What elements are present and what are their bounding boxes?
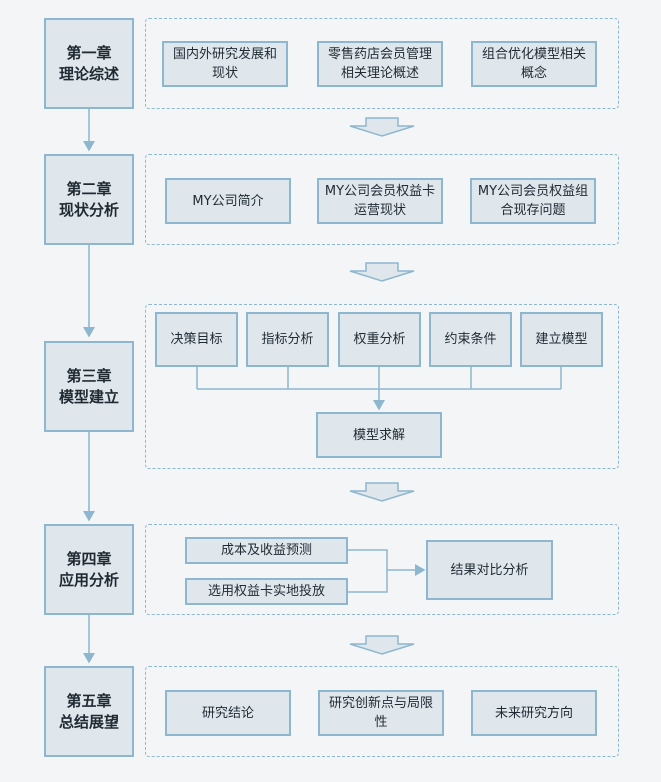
chapter-title: 理论综述 bbox=[58, 64, 119, 83]
down-arrow-icon bbox=[349, 635, 415, 655]
chapter-title: 模型建立 bbox=[58, 387, 119, 406]
chapter-number: 第四章 bbox=[66, 549, 112, 568]
ch4-merge-lines bbox=[348, 549, 426, 593]
down-arrow-icon bbox=[349, 117, 415, 137]
ch4-result-box: 结果对比分析 bbox=[426, 540, 553, 600]
down-arrow-icon bbox=[349, 482, 415, 502]
ch3-item: 指标分析 bbox=[246, 312, 329, 367]
ch3-solve-box: 模型求解 bbox=[316, 412, 442, 458]
chapter-number: 第三章 bbox=[66, 366, 112, 385]
chapter-3-group bbox=[145, 304, 619, 469]
ch3-merge-lines bbox=[196, 366, 562, 411]
chapter-4-box: 第四章 应用分析 bbox=[44, 524, 134, 615]
chapter-4-group bbox=[145, 524, 619, 615]
chapter-number: 第一章 bbox=[66, 43, 112, 62]
chapter-2-box: 第二章 现状分析 bbox=[44, 154, 134, 245]
ch1-item: 国内外研究发展和现状 bbox=[162, 41, 288, 87]
chapter-3-box: 第三章 模型建立 bbox=[44, 341, 134, 432]
ch5-item: 未来研究方向 bbox=[471, 690, 597, 736]
ch1-item: 零售药店会员管理相关理论概述 bbox=[317, 41, 443, 87]
ch2-item: MY公司简介 bbox=[165, 178, 291, 224]
down-arrow-icon bbox=[349, 262, 415, 282]
chapter-1-box: 第一章 理论综述 bbox=[44, 18, 134, 109]
chapter-5-group bbox=[145, 666, 619, 757]
ch3-item: 约束条件 bbox=[429, 312, 512, 367]
ch3-item: 权重分析 bbox=[338, 312, 421, 367]
ch2-item: MY公司会员权益卡运营现状 bbox=[317, 178, 443, 224]
ch1-item: 组合优化模型相关概念 bbox=[471, 41, 597, 87]
ch3-item: 建立模型 bbox=[520, 312, 603, 367]
chapter-5-box: 第五章 总结展望 bbox=[44, 666, 134, 757]
chapter-number: 第五章 bbox=[66, 691, 112, 710]
ch3-item: 决策目标 bbox=[155, 312, 238, 367]
ch4-input: 成本及收益预测 bbox=[185, 537, 348, 564]
chapter-title: 现状分析 bbox=[58, 200, 119, 219]
chapter-title: 总结展望 bbox=[58, 712, 119, 731]
ch4-input: 选用权益卡实地投放 bbox=[185, 578, 348, 605]
ch5-item: 研究创新点与局限性 bbox=[318, 690, 444, 736]
ch5-item: 研究结论 bbox=[165, 690, 291, 736]
ch2-item: MY公司会员权益组合现存问题 bbox=[470, 178, 596, 224]
chapter-2-group bbox=[145, 154, 619, 245]
chapter-number: 第二章 bbox=[66, 179, 112, 198]
chapter-title: 应用分析 bbox=[58, 570, 119, 589]
chapter-1-group bbox=[145, 18, 619, 109]
